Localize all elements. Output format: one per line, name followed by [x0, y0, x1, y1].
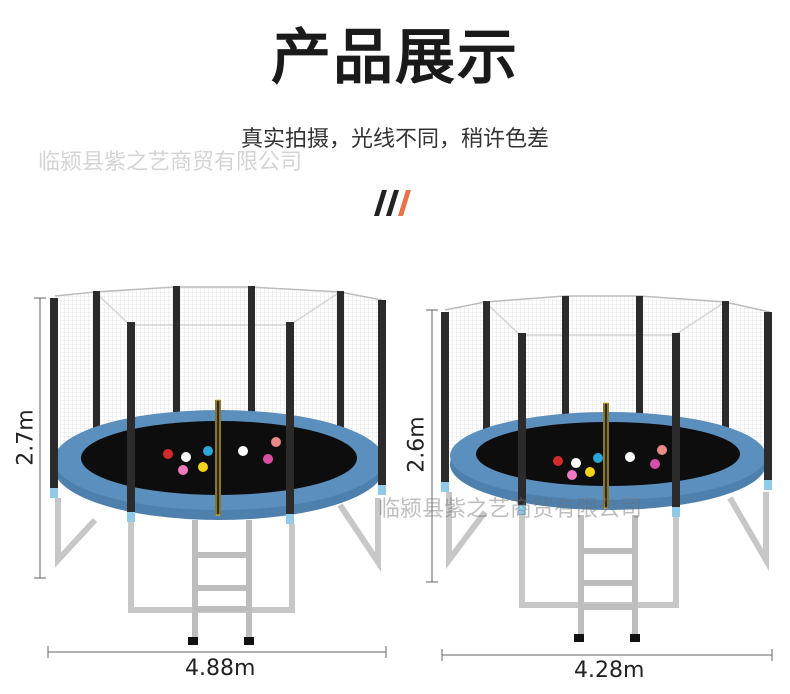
decor-slashes-icon [374, 190, 411, 216]
watermark-top: 临颍县紫之艺商贸有限公司 [38, 150, 303, 175]
trampoline-large [34, 286, 387, 658]
width-label-small: 4.28m [574, 658, 645, 683]
height-label-large: 2.7m [13, 409, 39, 466]
width-label-large: 4.88m [185, 656, 256, 681]
trampoline-small [426, 295, 773, 661]
page-subtitle: 真实拍摄，光线不同，稍许色差 [240, 127, 549, 152]
watermark-middle: 临颍县紫之艺商贸有限公司 [378, 497, 643, 522]
height-label-small: 2.6m [404, 416, 430, 473]
page-title: 产品展示 [271, 23, 519, 93]
